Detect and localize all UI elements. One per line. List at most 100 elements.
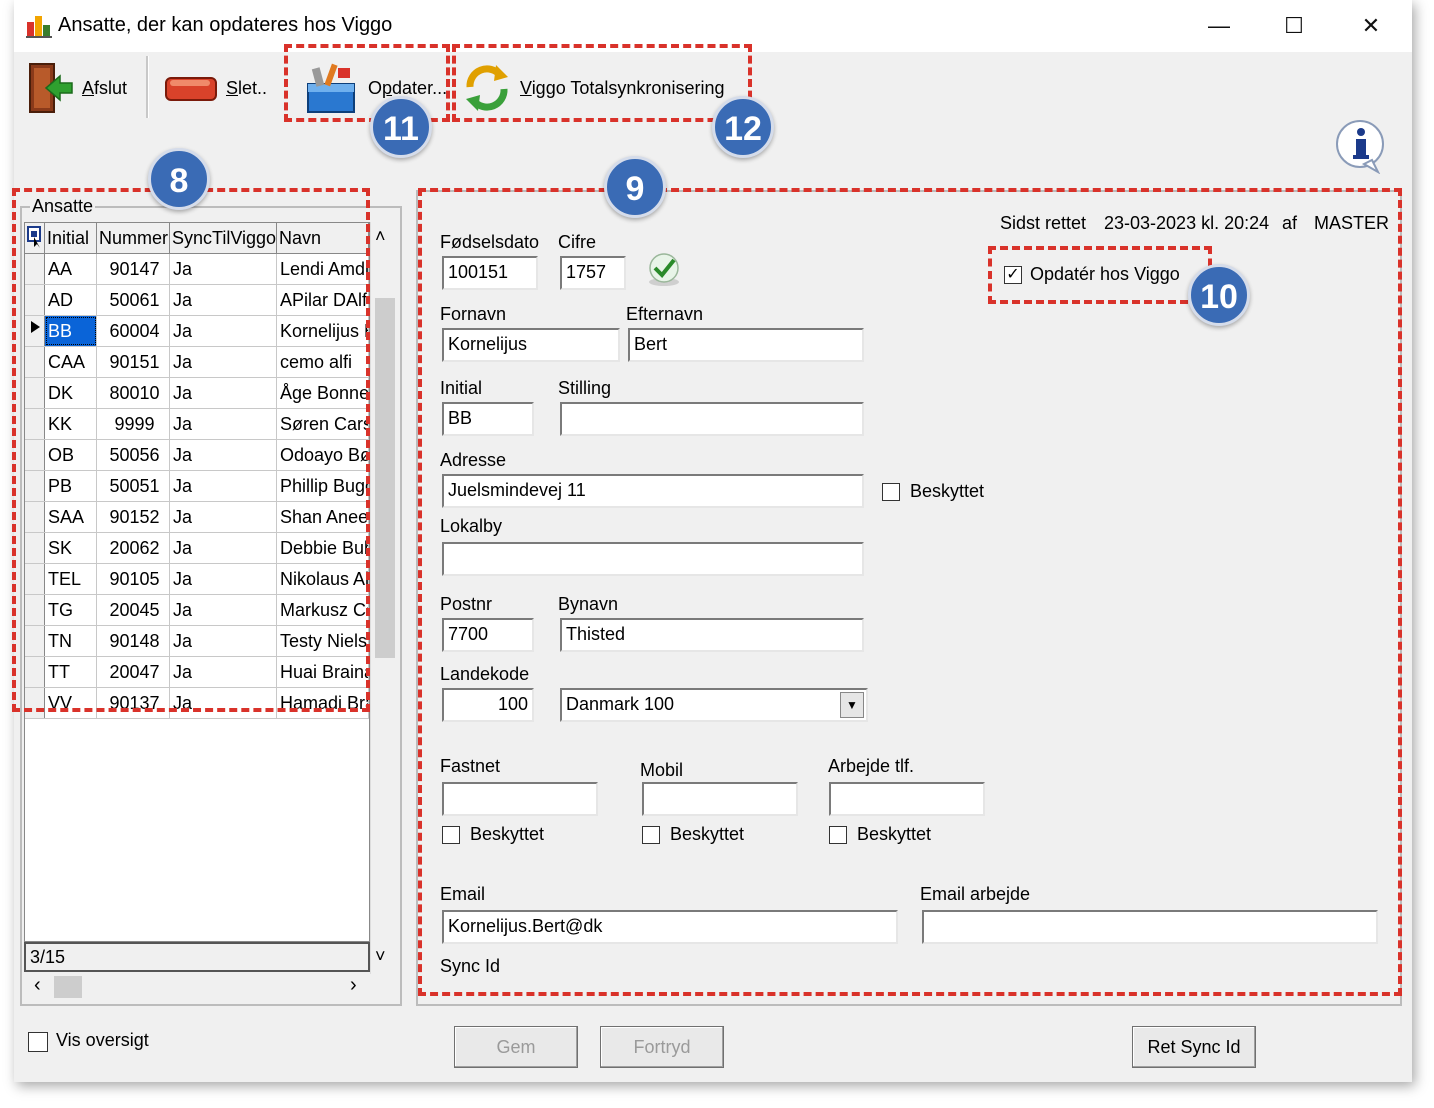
cell-sync: Ja <box>170 471 277 501</box>
landekode-field[interactable]: 100 <box>442 688 534 722</box>
fastnet-beskyttet-label: Beskyttet <box>470 824 545 844</box>
row-indicator[interactable] <box>25 595 45 625</box>
mobil-field[interactable] <box>642 782 798 816</box>
row-indicator[interactable] <box>25 347 45 377</box>
efternavn-field[interactable]: Bert <box>628 328 864 362</box>
check-valid-icon[interactable] <box>646 252 684 288</box>
mobil-beskyttet-checkbox[interactable] <box>642 826 660 844</box>
postnr-label: Postnr <box>440 594 493 614</box>
row-indicator[interactable] <box>25 533 45 563</box>
col-header-initial[interactable]: Initial <box>45 223 97 253</box>
email-arbejde-label: Email arbejde <box>920 884 1031 904</box>
email-arbejde-field[interactable] <box>922 910 1378 944</box>
grid-vertical-scrollbar[interactable]: ˄ ˅ <box>370 222 399 974</box>
cell-initial: TT <box>45 657 97 687</box>
cell-nummer: 50056 <box>97 440 170 470</box>
info-icon[interactable] <box>1334 118 1390 174</box>
row-indicator[interactable] <box>25 254 45 284</box>
row-indicator[interactable] <box>25 440 45 470</box>
fortryd-button[interactable]: Fortryd <box>600 1026 724 1068</box>
scroll-left-icon[interactable]: ‹ <box>34 974 41 996</box>
row-indicator[interactable] <box>25 657 45 687</box>
ansatte-group-label: Ansatte <box>30 196 96 217</box>
fornavn-label: Fornavn <box>440 304 507 324</box>
stilling-field[interactable] <box>560 402 864 436</box>
close-icon[interactable]: ✕ <box>1361 13 1381 38</box>
annotation-badge-8: 8 <box>148 148 210 210</box>
delete-bar-icon <box>165 77 217 101</box>
row-indicator[interactable] <box>25 471 45 501</box>
fodselsdato-field[interactable]: 100151 <box>442 256 538 290</box>
fastnet-beskyttet-checkbox[interactable] <box>442 826 460 844</box>
cell-nummer: 50051 <box>97 471 170 501</box>
row-indicator[interactable] <box>25 316 45 346</box>
email-field[interactable]: Kornelijus.Bert@dk <box>442 910 898 944</box>
row-indicator[interactable] <box>25 626 45 656</box>
row-indicator[interactable] <box>25 564 45 594</box>
toolbar-separator <box>146 56 149 118</box>
arbejde-beskyttet-checkbox[interactable] <box>829 826 847 844</box>
fornavn-field[interactable]: Kornelijus <box>442 328 620 362</box>
scroll-up-icon[interactable]: ˄ <box>375 226 386 246</box>
viggo-mnemonic: V <box>520 77 532 98</box>
opdater-button[interactable]: Opdater... <box>304 58 447 118</box>
minimize-icon[interactable]: — <box>1208 13 1230 38</box>
row-indicator[interactable] <box>25 502 45 532</box>
viggo-sync-button[interactable]: Viggo Totalsynkronisering <box>462 58 724 118</box>
grid-horizontal-scrollbar[interactable]: ‹ › <box>24 974 370 1000</box>
afslut-button[interactable]: Afslut <box>26 58 127 118</box>
initial-field[interactable]: BB <box>442 402 534 436</box>
bynavn-field[interactable]: Thisted <box>560 618 864 652</box>
chevron-down-icon[interactable]: ▼ <box>840 692 864 718</box>
cell-nummer: 90152 <box>97 502 170 532</box>
scroll-down-icon[interactable]: ˅ <box>375 946 386 966</box>
row-indicator[interactable] <box>25 409 45 439</box>
scroll-right-icon[interactable]: › <box>350 974 357 996</box>
cell-nummer: 90148 <box>97 626 170 656</box>
fastnet-field[interactable] <box>442 782 598 816</box>
postnr-field[interactable]: 7700 <box>442 618 534 652</box>
lokalby-field[interactable] <box>442 542 864 576</box>
cell-sync: Ja <box>170 285 277 315</box>
arbejde-beskyttet-label: Beskyttet <box>857 824 932 844</box>
col-header-sync[interactable]: SyncTilViggo <box>170 223 277 253</box>
ret-sync-id-button[interactable]: Ret Sync Id <box>1132 1026 1256 1068</box>
grid-corner[interactable] <box>25 223 45 253</box>
col-header-nummer[interactable]: Nummer <box>97 223 170 253</box>
hscroll-thumb[interactable] <box>54 976 82 998</box>
cell-sync: Ja <box>170 502 277 532</box>
annotation-box-11 <box>284 44 450 122</box>
adresse-field[interactable]: Juelsmindevej 11 <box>442 474 864 508</box>
land-select[interactable]: Danmark 100 <box>560 688 868 722</box>
row-indicator[interactable] <box>25 285 45 315</box>
arbejde-field[interactable] <box>829 782 985 816</box>
cell-sync: Ja <box>170 440 277 470</box>
cell-sync: Ja <box>170 657 277 687</box>
gem-button[interactable]: Gem <box>454 1026 578 1068</box>
maximize-icon[interactable]: ☐ <box>1284 13 1304 38</box>
toolbox-update-icon <box>307 63 355 113</box>
scroll-thumb[interactable] <box>375 298 395 658</box>
bynavn-label: Bynavn <box>558 594 619 614</box>
row-indicator[interactable] <box>25 378 45 408</box>
adresse-beskyttet-checkbox[interactable] <box>882 483 900 501</box>
opdater-viggo-checkbox[interactable]: ✓ <box>1004 266 1022 284</box>
slet-button[interactable]: Slet.. <box>164 58 267 118</box>
cifre-field[interactable]: 1757 <box>560 256 626 290</box>
vis-oversigt-checkbox[interactable] <box>28 1032 48 1052</box>
